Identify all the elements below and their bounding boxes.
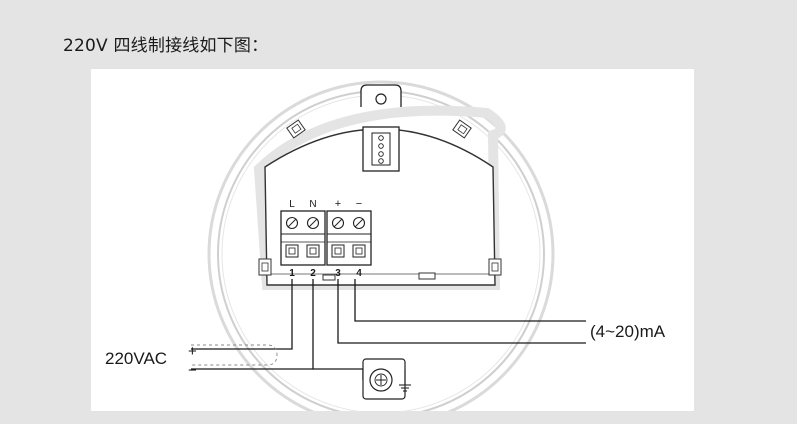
terminal-screw-3 (331, 216, 345, 230)
wiring-diagram: L N + − 1 2 3 4 (91, 69, 694, 411)
housing-outer-ring (207, 80, 555, 411)
pin-connector (362, 126, 400, 172)
power-minus-label: − (188, 362, 197, 379)
ground-screw (362, 358, 406, 400)
signal-label: (4~20)mA (590, 322, 666, 341)
terminal-slot-1 (285, 244, 299, 258)
clip-bottom-right (488, 258, 502, 276)
terminal-number-2: 2 (310, 268, 316, 279)
wire-ground (313, 368, 364, 380)
terminal-number-1: 1 (289, 268, 295, 279)
wire-signal-plus (337, 279, 586, 344)
wiring-diagram-svg: L N + − 1 2 3 4 (105, 80, 666, 411)
terminal-slot-3 (331, 244, 345, 258)
cable-sheath (191, 344, 278, 366)
clip-top-right (452, 119, 472, 139)
board-shadow (253, 105, 506, 290)
wire-signal-minus (354, 279, 586, 322)
page-title: 220V 四线制接线如下图： (63, 36, 269, 56)
board-slot (418, 272, 436, 280)
power-plus-label: + (188, 343, 197, 360)
terminal-screw-4 (352, 216, 366, 230)
terminal-screw-2 (306, 216, 320, 230)
terminal-label-minus: − (356, 198, 362, 210)
clip-bottom-left (258, 258, 272, 276)
terminal-number-3: 3 (335, 268, 341, 279)
ground-symbol-icon (399, 369, 411, 392)
wire-L (191, 279, 293, 350)
mounting-tab (360, 84, 402, 107)
wire-N (191, 279, 314, 370)
terminal-label-N: N (309, 199, 316, 210)
clip-top-left (286, 119, 306, 139)
terminal-label-L: L (289, 199, 295, 210)
terminal-slot-4 (352, 244, 366, 258)
terminal-slot-2 (306, 244, 320, 258)
terminal-number-4: 4 (356, 268, 362, 279)
terminal-label-plus: + (335, 198, 341, 210)
power-label: 220VAC (105, 349, 167, 368)
board-slot-small (322, 274, 336, 281)
terminal-screw-1 (285, 216, 299, 230)
mounting-hole (375, 93, 387, 105)
